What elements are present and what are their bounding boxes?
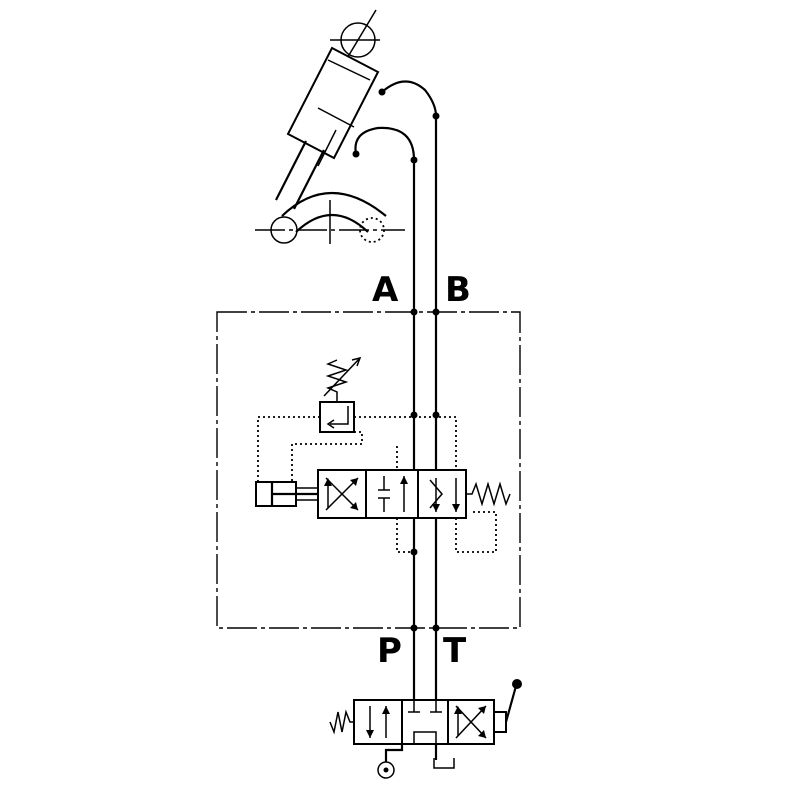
arrow-head-icon: [432, 504, 440, 512]
pressure-reducing-valve: [319, 356, 362, 433]
flow-arrow-icon: [455, 705, 487, 739]
tank-icon: [433, 758, 455, 769]
pilot-line-drain: [291, 431, 363, 482]
junction: [410, 548, 418, 556]
valve-block-enclosure: [216, 311, 521, 629]
arrow-head-icon: [452, 504, 460, 512]
hand-lever: [504, 685, 518, 723]
pump-center: [383, 767, 389, 773]
reducing-valve-spring-icon: [325, 359, 349, 402]
arrow-head-icon: [382, 706, 390, 714]
arrow-head-icon: [350, 502, 358, 510]
manual-valve-spring-icon: [329, 709, 354, 735]
port-b-label: B: [445, 270, 471, 310]
hose-b: [381, 80, 438, 117]
arrow-head-icon: [454, 706, 462, 714]
cylinder-piston: [317, 107, 355, 128]
valve-envelope-center: [365, 469, 419, 519]
throttle-mark: [429, 479, 443, 509]
arrow-head-icon: [478, 730, 486, 738]
arrow-head-icon: [400, 476, 408, 484]
adjustable-arrow-icon: [323, 357, 361, 397]
pilot-line-lower: [396, 518, 414, 553]
pilot-line-tank: [455, 511, 497, 553]
swing-arm-outer: [281, 191, 387, 217]
pilot-line-right: [354, 416, 457, 470]
piston-rod-left: [275, 140, 307, 201]
hose-b-fitting: [378, 88, 386, 96]
hose-a-fitting: [352, 150, 360, 158]
pilot-line-left: [257, 416, 320, 482]
port-a-label: A: [372, 270, 399, 310]
flow-arrow-icon: [325, 477, 359, 511]
port-p-label: P: [377, 631, 402, 671]
pilot-directional-valve: [255, 469, 511, 519]
rod-centerline: [317, 129, 337, 167]
arrow-head-icon: [478, 706, 486, 714]
piston-rod-right: [293, 149, 325, 210]
junction: [410, 624, 418, 632]
arrow-head-icon: [366, 730, 374, 738]
manual-valve-envelope-center: [401, 699, 449, 745]
lever-detent: [493, 711, 507, 733]
port-t-label: T: [443, 631, 467, 671]
cylinder-barrel: [286, 46, 380, 160]
spring-return-icon: [466, 481, 511, 507]
adjustable-arrow-head-icon: [351, 356, 362, 367]
reducing-valve-path: [330, 406, 349, 425]
pump-line: [384, 744, 404, 762]
hose-a: [354, 126, 416, 161]
arrow-head-icon: [324, 478, 332, 486]
center-bypass: [413, 731, 437, 744]
reducing-valve-arrow-icon: [326, 419, 335, 429]
manual-directional-valve: [329, 679, 522, 745]
pump-icon: [377, 761, 395, 779]
manual-valve-envelope-parallel: [353, 699, 403, 745]
tilting-cylinder-actuator: [255, 9, 405, 244]
reducing-valve-box: [319, 401, 355, 433]
cylinder-cap: [327, 59, 371, 81]
arrow-head-icon: [350, 478, 358, 486]
hand-lever-knob-icon: [512, 679, 522, 689]
junction: [432, 624, 440, 632]
